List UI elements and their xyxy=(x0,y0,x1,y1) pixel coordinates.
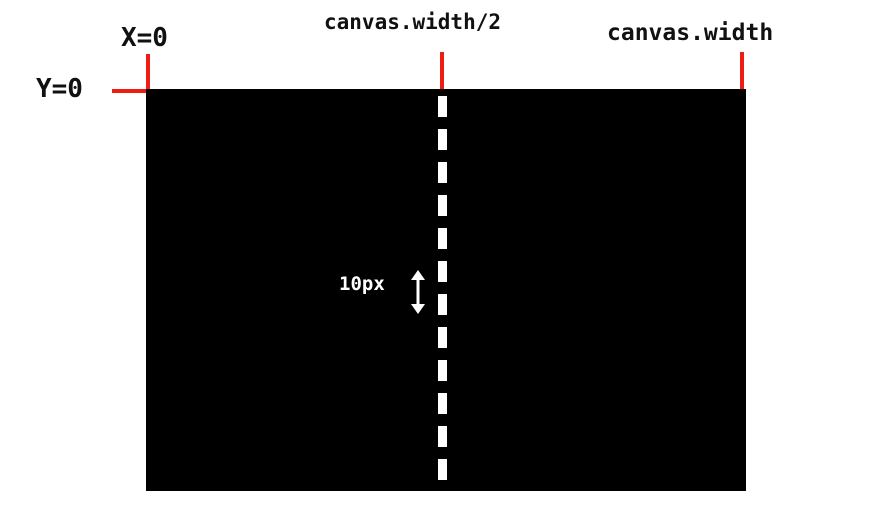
half-width-marker xyxy=(440,52,444,92)
dash-segment xyxy=(438,360,447,381)
dash-segment xyxy=(438,96,447,117)
dash-segment xyxy=(438,459,447,480)
x-origin-label: X=0 xyxy=(121,23,168,53)
canvas-area xyxy=(146,89,746,491)
dash-segment xyxy=(438,261,447,282)
dash-segment xyxy=(438,129,447,150)
dash-segment xyxy=(438,327,447,348)
full-width-marker xyxy=(740,52,744,92)
x-origin-marker xyxy=(146,54,150,91)
dash-segment xyxy=(438,228,447,249)
y-origin-label: Y=0 xyxy=(36,74,83,104)
dash-size-label: 10px xyxy=(339,273,385,295)
double-arrow-icon xyxy=(411,270,425,314)
full-width-label: canvas.width xyxy=(607,20,774,46)
y-origin-marker xyxy=(112,89,148,93)
dash-segment xyxy=(438,426,447,447)
dash-segment xyxy=(438,393,447,414)
dash-segment xyxy=(438,294,447,315)
half-width-label: canvas.width/2 xyxy=(324,10,502,34)
dash-segment xyxy=(438,195,447,216)
dash-segment xyxy=(438,162,447,183)
